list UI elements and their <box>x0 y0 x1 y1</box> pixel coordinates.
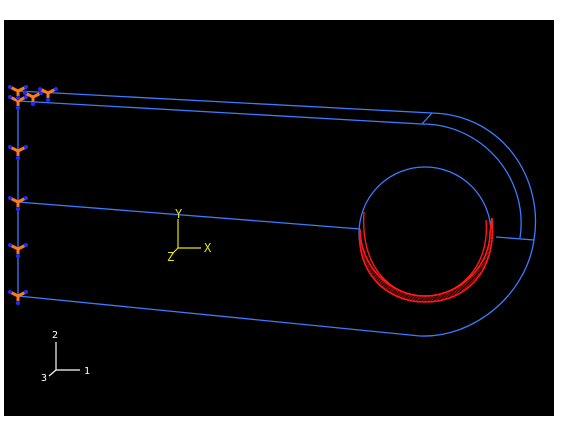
boundary-conditions[interactable] <box>8 85 58 306</box>
view-axis-3 <box>48 369 57 377</box>
view-axis-1-label: 1 <box>84 366 90 377</box>
partition-tick <box>421 112 433 125</box>
model-z-axis <box>171 247 179 255</box>
view-axis-3-label: 3 <box>41 373 47 384</box>
load-region <box>358 217 494 303</box>
bottom-edge <box>17 295 421 337</box>
model-y-label: Y <box>175 207 183 221</box>
inner-top-edge <box>17 100 423 125</box>
inner-arc <box>421 123 522 239</box>
graphics-viewport[interactable]: X Y Z 1 2 3 <box>4 20 554 416</box>
load-inner-edge <box>362 211 488 297</box>
encastre-bc-icon <box>8 196 28 212</box>
right-mid-edge <box>495 236 535 241</box>
encastre-bc-icon <box>8 145 28 161</box>
view-axis-triad <box>48 342 80 377</box>
model-axis-triad <box>171 219 201 255</box>
model-z-label: Z <box>167 250 174 264</box>
mid-edge <box>17 201 361 230</box>
encastre-bc-icon <box>8 85 28 101</box>
encastre-bc-icon <box>38 87 58 103</box>
encastre-bc-icon <box>8 243 28 259</box>
encastre-bc-icon <box>8 95 28 111</box>
outer-arc <box>419 112 537 337</box>
outer-top-edge <box>17 90 433 114</box>
view-axis-2-label: 2 <box>52 330 58 341</box>
bearing-pressure-load-icon[interactable] <box>358 211 494 303</box>
encastre-bc-icon <box>8 290 28 306</box>
model-canvas[interactable]: X Y Z 1 2 3 <box>4 20 554 416</box>
encastre-bc-icon <box>23 91 43 107</box>
part-wireframe[interactable] <box>17 90 537 337</box>
model-x-label: X <box>204 241 212 255</box>
